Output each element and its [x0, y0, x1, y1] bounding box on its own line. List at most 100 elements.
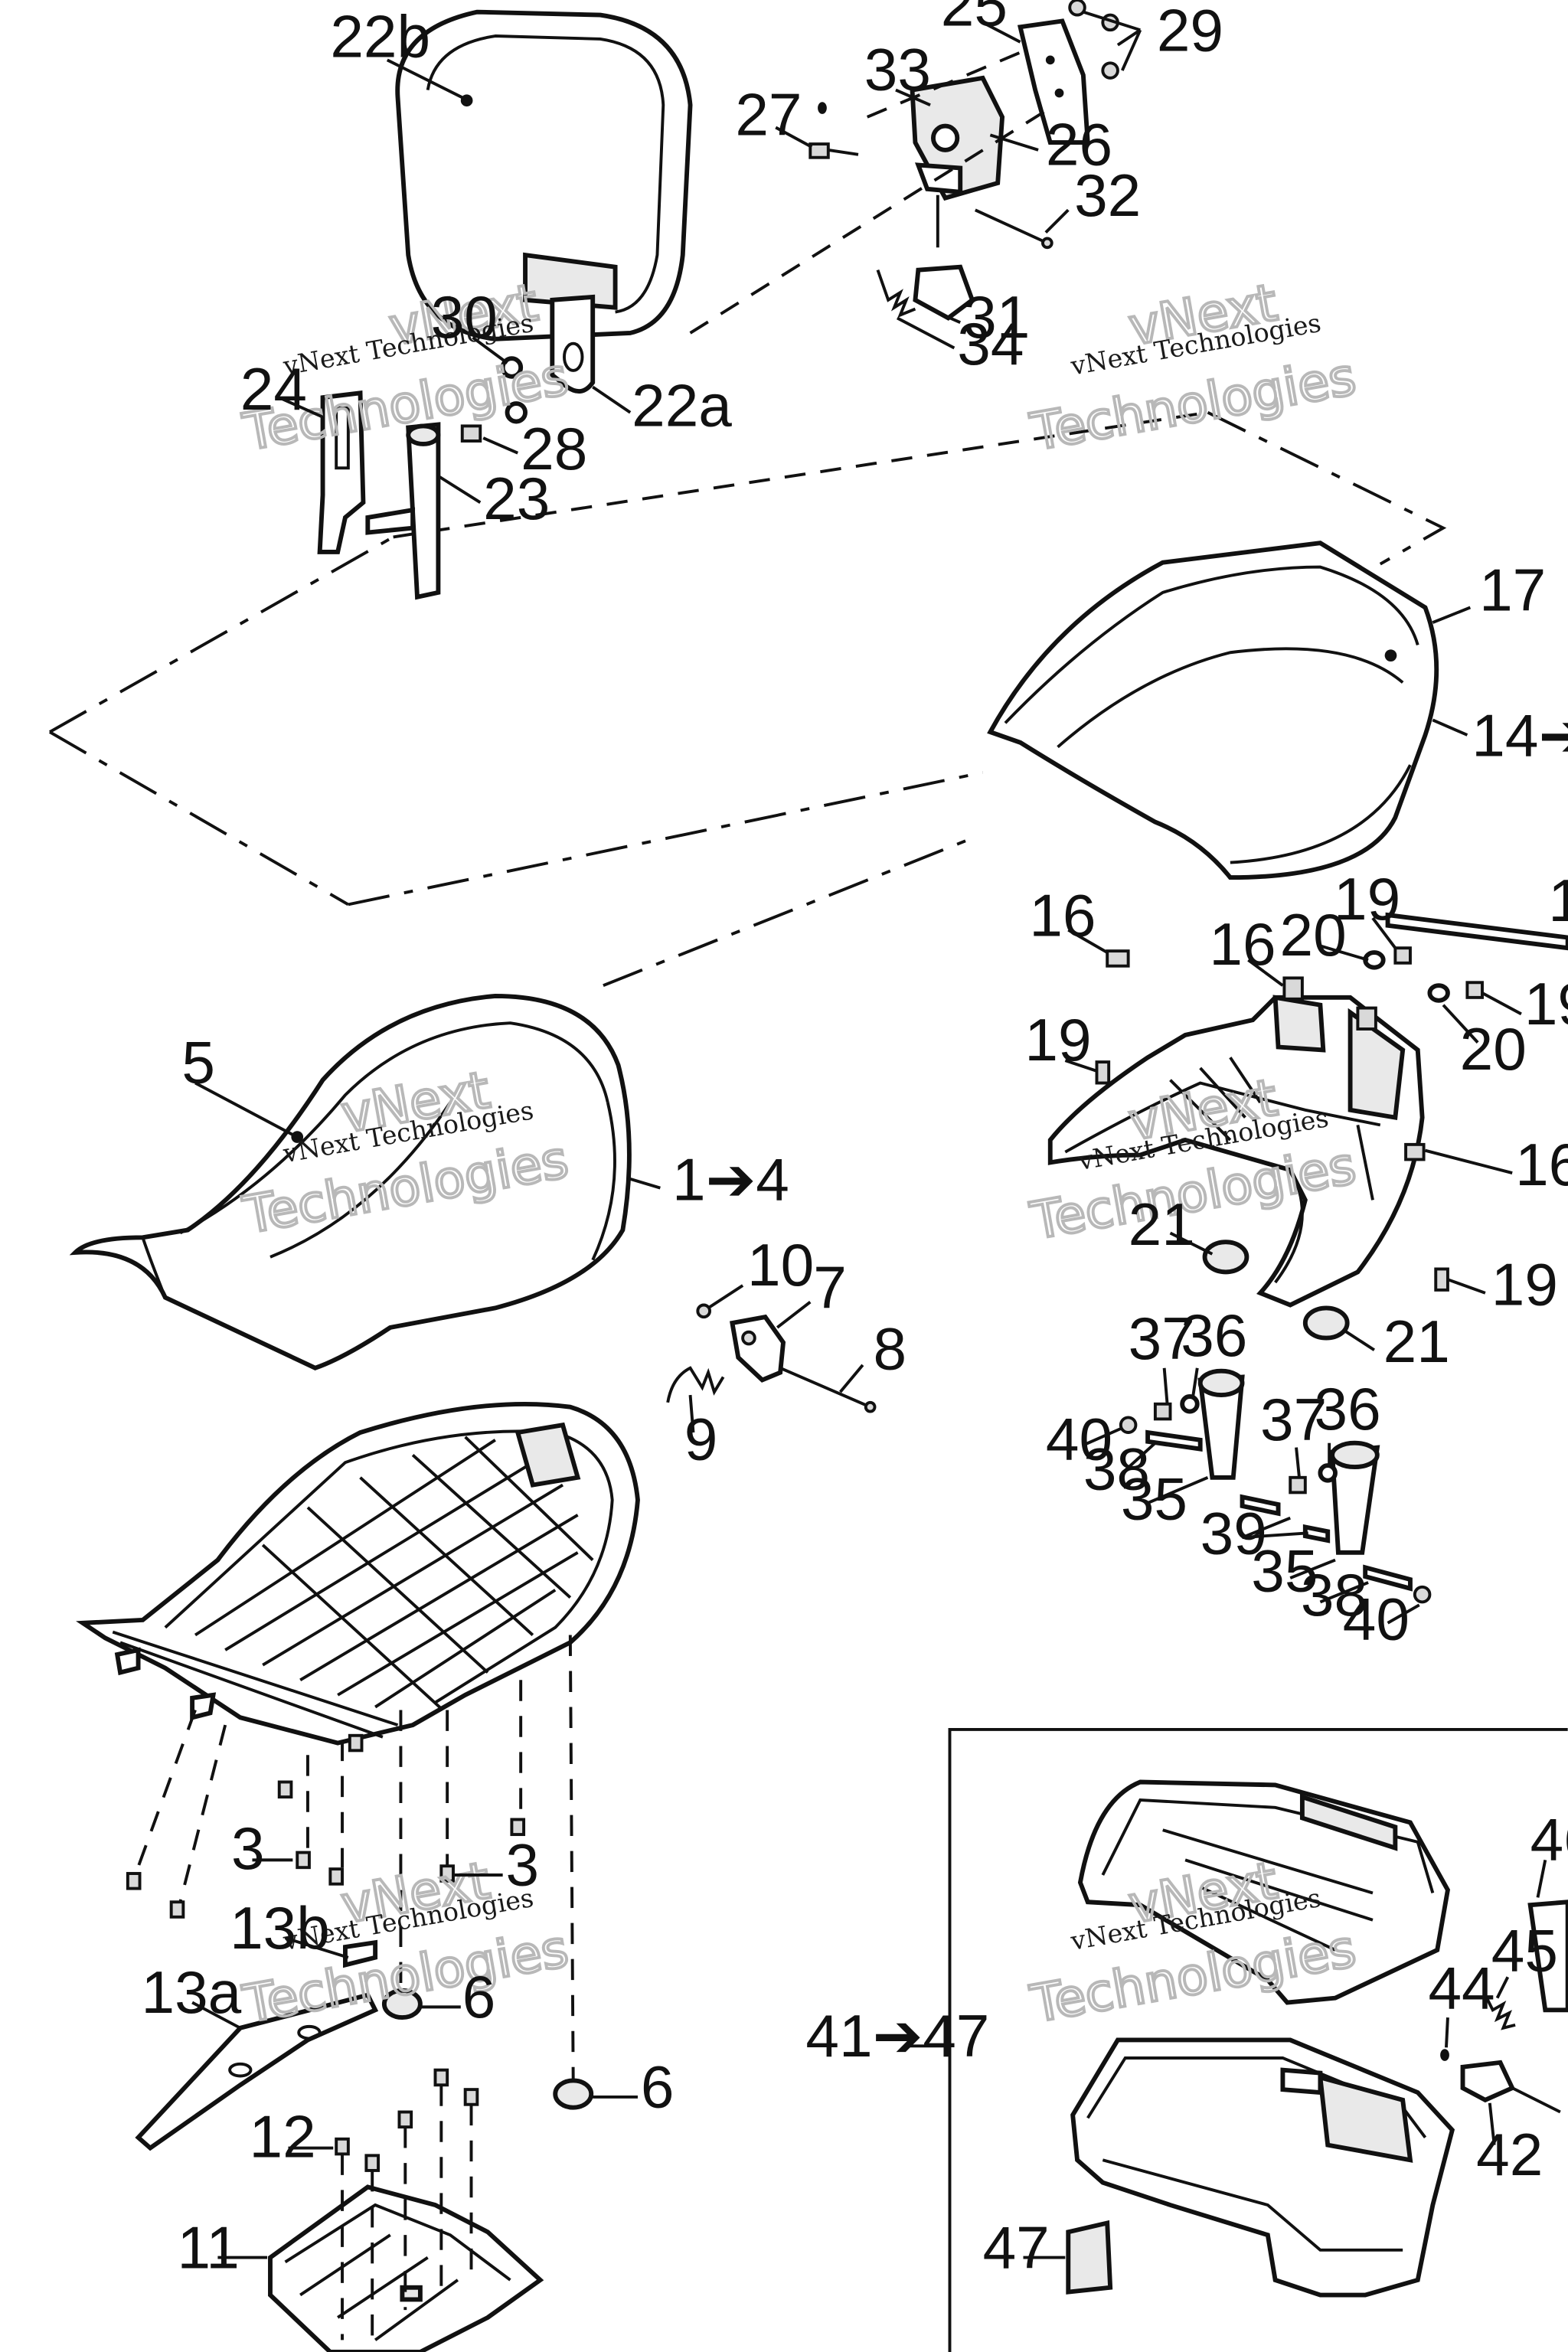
bracket-part-25	[1017, 18, 1090, 145]
callout-44: 44	[1428, 1954, 1494, 2021]
callout-24: 24	[240, 355, 307, 423]
callout-19c: 19	[1024, 1006, 1091, 1073]
callout-16a: 16	[1029, 882, 1096, 949]
callout-33: 33	[864, 36, 931, 103]
studs-part-3	[126, 1733, 526, 1919]
callout-16b: 16	[1209, 910, 1276, 978]
callout-5: 5	[181, 1029, 215, 1096]
stud-dashes	[133, 1635, 575, 2086]
callout-30: 30	[431, 283, 498, 351]
clips-part-16	[1106, 949, 1426, 1161]
latch-part-31	[913, 264, 975, 321]
latch-part-7	[730, 1314, 786, 1383]
rivet-part-10	[696, 1303, 711, 1319]
front-seat-part-5	[69, 993, 632, 1370]
rivet-part-44	[1440, 2049, 1449, 2061]
callout-1-4: 1➔4	[672, 1145, 789, 1213]
callout-41-47: 41➔47	[805, 2002, 989, 2069]
leader-lines	[191, 10, 1547, 2259]
callout-18: 18	[1548, 867, 1568, 934]
callout-40b: 40	[1343, 1585, 1410, 1652]
callout-12: 12	[250, 2102, 316, 2170]
skid-plate-part-11	[268, 2085, 544, 2352]
callout-8: 8	[874, 1315, 907, 1383]
storage-tray	[1070, 2037, 1455, 2298]
callout-35b: 35	[1251, 1537, 1318, 1605]
callout-10: 10	[747, 1231, 814, 1298]
callout-6a: 6	[462, 1963, 496, 2030]
callout-45: 45	[1491, 1916, 1558, 1984]
rod-part-18	[1385, 912, 1568, 951]
callout-38a: 38	[1083, 1435, 1150, 1502]
callout-37a: 37	[1129, 1305, 1195, 1372]
rear-seat-part-17	[987, 541, 1439, 880]
callout-34: 34	[957, 310, 1024, 377]
assembly-dash-lines	[48, 410, 1447, 988]
callout-13b: 13b	[230, 1894, 330, 1962]
lid-clip-part-47	[1066, 2220, 1113, 2295]
handle-part-35a	[1197, 1368, 1245, 1480]
callout-23: 23	[483, 465, 550, 532]
callout-29: 29	[1157, 0, 1223, 64]
post-part-24	[317, 390, 366, 554]
plate-part-13b	[342, 1939, 378, 1968]
callout-3a: 3	[231, 1815, 265, 1882]
callout-6b: 6	[641, 2053, 675, 2121]
pin-part-8	[779, 1366, 877, 1413]
callout-27: 27	[735, 80, 802, 148]
backrest-part-22b	[395, 9, 693, 341]
handle-part-35b	[1329, 1440, 1380, 1555]
callout-22b: 22b	[330, 2, 430, 70]
callout-36b: 36	[1315, 1375, 1381, 1442]
callout-32: 32	[1074, 162, 1141, 229]
callout-19a: 19	[1334, 865, 1400, 933]
callout-11: 11	[178, 2213, 240, 2281]
spring-part-9	[666, 1366, 725, 1403]
callout-16c: 16	[1515, 1131, 1568, 1198]
callout-46: 46	[1530, 1805, 1568, 1873]
small-part-33	[818, 102, 827, 114]
callout-9: 9	[684, 1405, 718, 1472]
callout-13a: 13a	[141, 1958, 241, 2026]
callout-21a: 21	[1129, 1191, 1195, 1258]
bumpers-part-21	[1202, 1240, 1350, 1341]
callout-38b: 38	[1301, 1561, 1367, 1628]
callout-42: 42	[1476, 2121, 1543, 2188]
inset-frame	[948, 1727, 1568, 2352]
callout-37b: 37	[1260, 1386, 1327, 1453]
callout-28: 28	[521, 415, 587, 482]
hardware-parts-36-40	[1119, 1394, 1432, 1604]
nuts-part-29	[1068, 0, 1119, 80]
callout-35a: 35	[1121, 1465, 1187, 1533]
storage-lid	[1077, 1779, 1451, 2005]
bracket-dashes	[689, 51, 1051, 335]
callout-25: 25	[941, 0, 1008, 38]
callout-7: 7	[813, 1253, 847, 1321]
bumpers-part-6	[381, 1988, 594, 2110]
post-part-23	[365, 422, 441, 600]
callout-21b: 21	[1383, 1308, 1450, 1375]
spring-part-45	[1484, 1994, 1516, 2030]
callout-17: 17	[1479, 556, 1546, 623]
callout-31: 31	[963, 283, 1030, 351]
backrest-bracket-part-22a	[550, 294, 596, 394]
bolt-part-27	[808, 142, 859, 159]
callout-40a: 40	[1046, 1405, 1112, 1472]
callout-19d: 19	[1491, 1250, 1558, 1318]
callout-22a: 22a	[632, 371, 732, 439]
callout-26: 26	[1046, 111, 1112, 178]
callout-labels: 22b 25 29 33 27 26 32 31 34 30 24 28 23 …	[141, 0, 1568, 2281]
plate-part-13a	[135, 1992, 379, 2151]
callout-3b: 3	[506, 1831, 540, 1899]
callout-19b: 19	[1524, 970, 1568, 1037]
callout-20b: 20	[1460, 1015, 1527, 1083]
screws-part-12	[335, 2068, 479, 2172]
callout-14-20: 14➔20	[1472, 701, 1568, 769]
plate-part-26	[910, 75, 1005, 201]
callout-20a: 20	[1280, 901, 1347, 969]
pin-part-32	[974, 208, 1054, 250]
callout-36a: 36	[1181, 1302, 1247, 1369]
callout-39: 39	[1200, 1500, 1267, 1567]
front-seat-pan	[76, 1401, 640, 1746]
spring-part-34	[876, 270, 916, 318]
